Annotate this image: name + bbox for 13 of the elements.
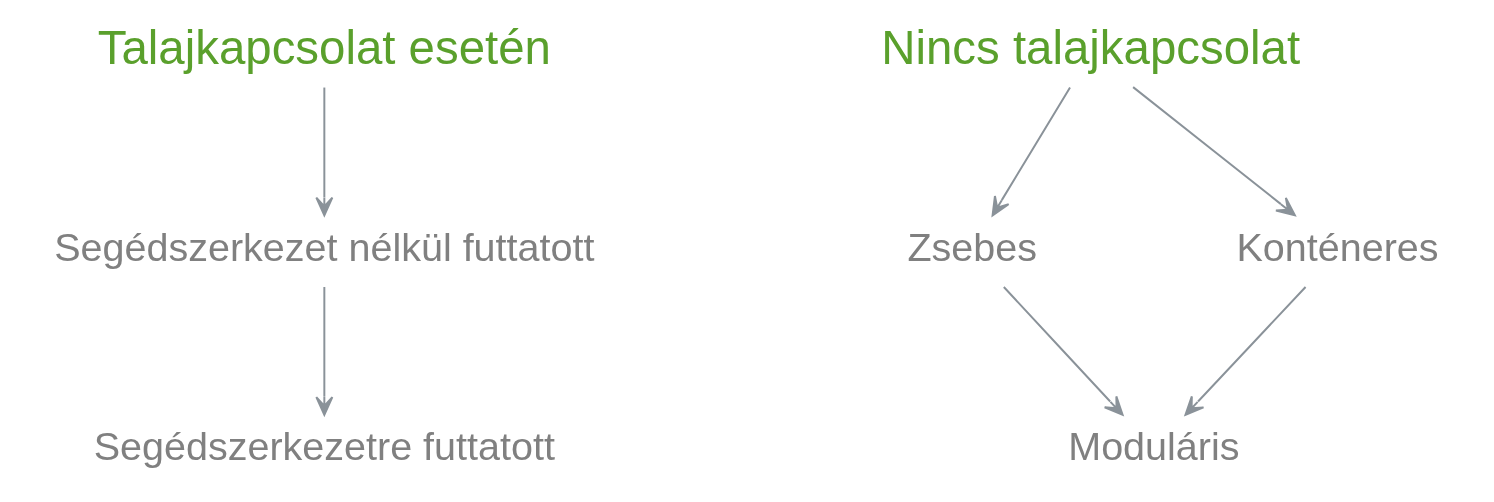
- arrow: [1131, 86, 1296, 217]
- node-text: Moduláris: [1067, 424, 1239, 469]
- node-text: Konténeres: [1236, 224, 1439, 269]
- node-text: Zsebes: [906, 224, 1037, 269]
- node-text: Nincs talajkapcsolat: [880, 20, 1300, 74]
- node-text: Talajkapcsolat esetén: [97, 20, 551, 74]
- node-text: Segédszerkezet nélkül futtatott: [53, 224, 594, 269]
- arrow: [1002, 286, 1124, 416]
- arrow: [314, 286, 333, 416]
- node-text: Segédszerkezetre futtatott: [93, 424, 555, 469]
- arrow: [991, 86, 1071, 217]
- arrow: [314, 86, 333, 217]
- arrow: [1184, 286, 1307, 416]
